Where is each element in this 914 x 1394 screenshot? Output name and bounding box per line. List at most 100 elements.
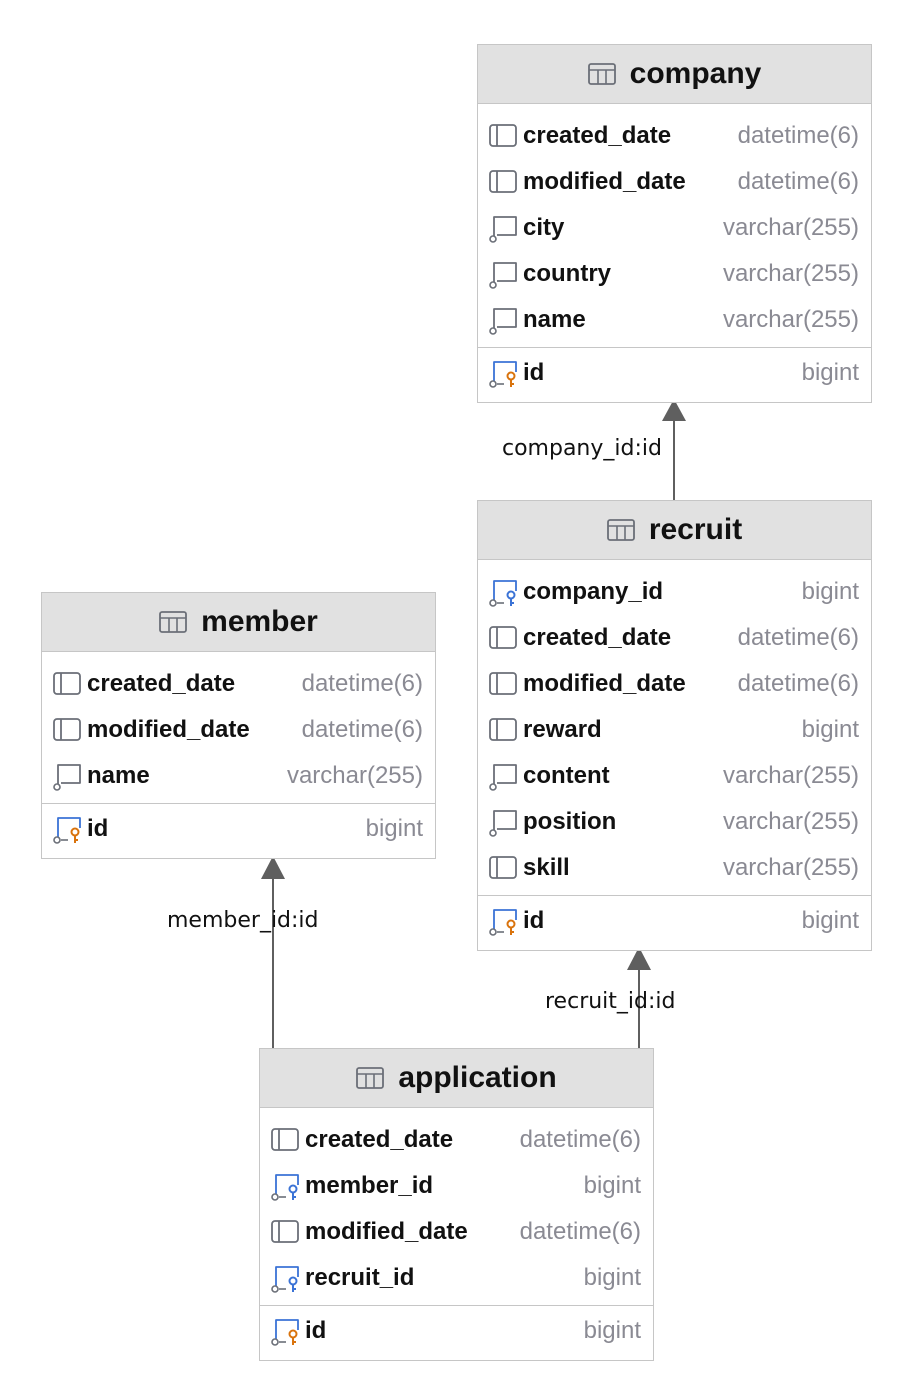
column-notnull-icon: [269, 1124, 301, 1156]
column-name: name: [523, 306, 586, 333]
column-name: id: [523, 359, 545, 386]
entity-title: member: [201, 605, 318, 638]
entity-application[interactable]: application created_date datetime(6) member…: [259, 1048, 654, 1361]
column-nullable-icon: [487, 806, 519, 838]
column-type: varchar(255): [722, 808, 859, 835]
column-row[interactable]: modified_date datetime(6): [478, 661, 871, 707]
primary-key-row[interactable]: id bigint: [42, 806, 435, 852]
column-row[interactable]: created_date datetime(6): [260, 1117, 653, 1163]
column-notnull-icon: [487, 668, 519, 700]
column-name: name: [87, 762, 150, 789]
table-icon: [606, 519, 635, 541]
column-name: created_date: [305, 1126, 454, 1153]
column-type: varchar(255): [722, 306, 859, 333]
entity-title: company: [629, 57, 762, 90]
entity-header: company: [478, 45, 871, 104]
column-name: created_date: [87, 670, 236, 697]
column-nullable-icon: [487, 760, 519, 792]
column-name: reward: [523, 716, 602, 743]
column-name: city: [523, 214, 565, 241]
column-name: modified_date: [523, 670, 686, 697]
column-notnull-icon: [487, 166, 519, 198]
column-name: id: [87, 815, 109, 842]
column-nullable-icon: [487, 258, 519, 290]
arrowhead-to-recruit: [627, 947, 651, 970]
column-name: modified_date: [87, 716, 250, 743]
column-name: id: [523, 907, 545, 934]
column-nullable-icon: [487, 212, 519, 244]
column-name: company_id: [523, 578, 664, 605]
column-row[interactable]: modified_date datetime(6): [42, 707, 435, 753]
column-type: bigint: [583, 1264, 641, 1291]
column-name: modified_date: [305, 1218, 468, 1245]
column-name: member_id: [305, 1172, 434, 1199]
column-nullable-icon: [487, 304, 519, 336]
column-type: bigint: [583, 1172, 641, 1199]
column-name: created_date: [523, 624, 672, 651]
primary-key-section: id bigint: [42, 803, 435, 858]
column-row[interactable]: reward bigint: [478, 707, 871, 753]
column-type: datetime(6): [519, 1126, 641, 1153]
column-name: created_date: [523, 122, 672, 149]
column-notnull-icon: [269, 1216, 301, 1248]
primary-key-icon: [269, 1315, 301, 1347]
entity-title: application: [398, 1061, 557, 1094]
edge-recruit-company: [662, 399, 686, 500]
edge-application-member: [261, 856, 285, 1048]
column-row[interactable]: modified_date datetime(6): [260, 1209, 653, 1255]
column-nullable-icon: [51, 760, 83, 792]
foreign-key-icon: [487, 576, 519, 608]
column-type: bigint: [365, 815, 423, 842]
column-type: datetime(6): [737, 168, 859, 195]
column-type: datetime(6): [737, 670, 859, 697]
primary-key-icon: [51, 813, 83, 845]
column-row[interactable]: name varchar(255): [478, 297, 871, 343]
column-notnull-icon: [487, 120, 519, 152]
column-type: datetime(6): [519, 1218, 641, 1245]
arrowhead-to-company: [662, 399, 686, 421]
column-name: modified_date: [523, 168, 686, 195]
column-type: varchar(255): [722, 762, 859, 789]
column-row[interactable]: modified_date datetime(6): [478, 159, 871, 205]
column-type: bigint: [801, 716, 859, 743]
foreign-key-icon: [269, 1262, 301, 1294]
table-icon: [159, 611, 188, 633]
entity-title: recruit: [648, 513, 743, 546]
column-notnull-icon: [487, 622, 519, 654]
relation-label-member: member_id:id: [167, 908, 319, 933]
column-row[interactable]: recruit_id bigint: [260, 1255, 653, 1301]
relation-label-recruit: recruit_id:id: [545, 989, 676, 1014]
column-type: datetime(6): [737, 624, 859, 651]
entity-header: recruit: [478, 501, 871, 560]
column-row[interactable]: created_date datetime(6): [478, 615, 871, 661]
relation-label-company: company_id:id: [502, 436, 662, 461]
primary-key-icon: [487, 357, 519, 389]
column-notnull-icon: [487, 852, 519, 884]
column-type: datetime(6): [301, 716, 423, 743]
column-name: id: [305, 1317, 327, 1344]
column-row[interactable]: member_id bigint: [260, 1163, 653, 1209]
column-name: recruit_id: [305, 1264, 415, 1291]
